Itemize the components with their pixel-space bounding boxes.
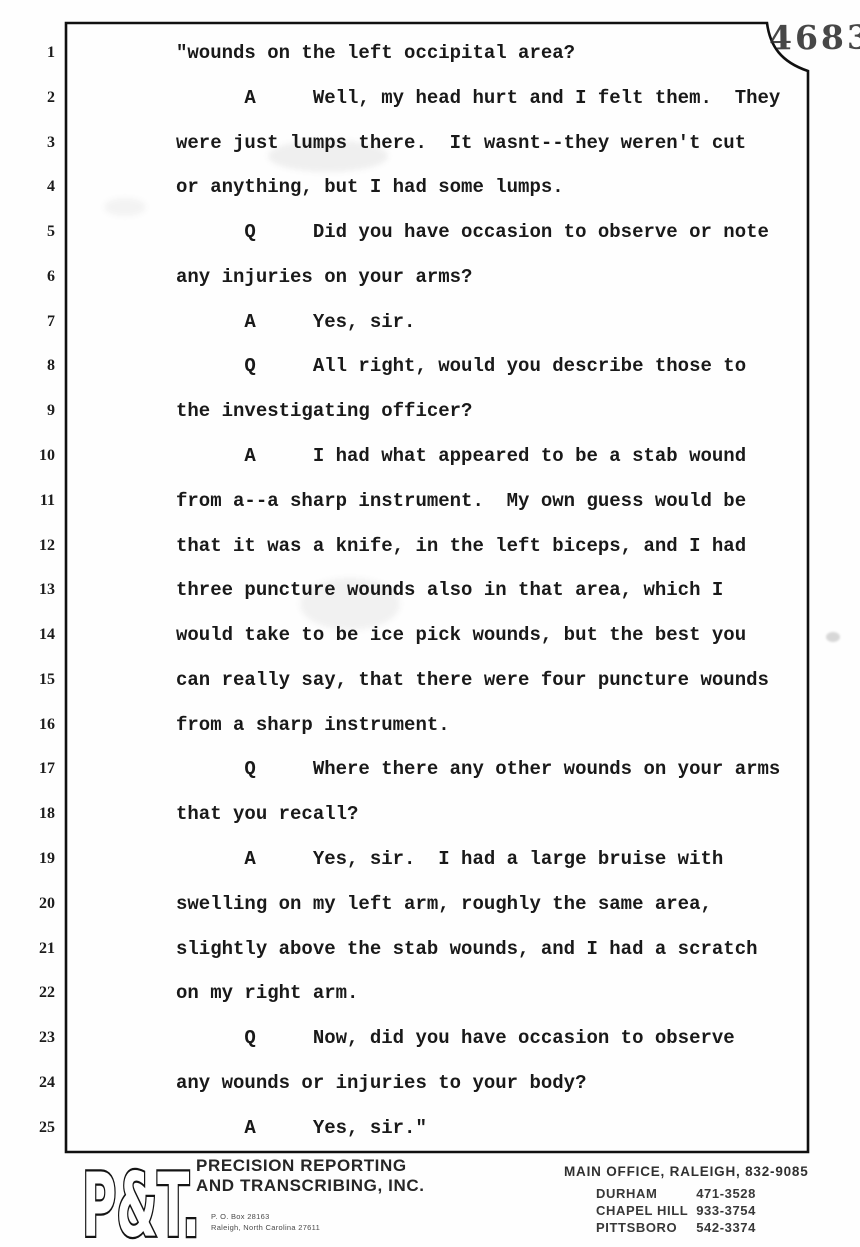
office-phone: 542-3374 (696, 1220, 756, 1235)
line-number: 4 (47, 178, 55, 196)
line-number: 17 (39, 760, 55, 778)
address-line2: Raleigh, North Carolina 27611 (211, 1223, 321, 1232)
line-number: 12 (39, 536, 55, 554)
main-office-line: MAIN OFFICE, RALEIGH, 832-9085 (564, 1164, 809, 1179)
line-number: 5 (47, 223, 55, 241)
line-number: 8 (47, 357, 55, 375)
company-name: PRECISION REPORTING AND TRANSCRIBING, IN… (196, 1156, 425, 1196)
line-number: 16 (39, 715, 55, 733)
transcript-line: A Well, my head hurt and I felt them. Th… (176, 86, 781, 109)
transcript-line: from a sharp instrument. (176, 713, 450, 736)
transcript-line: would take to be ice pick wounds, but th… (176, 624, 747, 647)
transcript-line: from a--a sharp instrument. My own guess… (176, 489, 747, 512)
company-name-line1: PRECISION REPORTING (196, 1156, 407, 1175)
transcript-line: A Yes, sir." (176, 1116, 427, 1139)
line-number: 1 (47, 44, 55, 61)
line-number: 9 (47, 402, 55, 420)
line-number: 11 (39, 491, 55, 509)
transcript-line: were just lumps there. It wasnt--they we… (176, 131, 747, 154)
pt-logo: P&T. (80, 1156, 202, 1246)
transcript-line: swelling on my left arm, roughly the sam… (176, 892, 712, 915)
line-number: 23 (39, 1029, 55, 1047)
transcript-line: "wounds on the left occipital area? (176, 42, 576, 64)
transcript-line: Q Where there any other wounds on your a… (176, 758, 781, 781)
office-phone: 933-3754 (696, 1203, 756, 1218)
line-number: 15 (39, 670, 55, 688)
office-row: CHAPEL HILL 933-3754 (596, 1202, 756, 1219)
office-city: DURHAM (596, 1186, 658, 1201)
transcript-line: A Yes, sir. I had a large bruise with (176, 848, 724, 871)
transcript-line: Q All right, would you describe those to (176, 355, 747, 378)
line-number: 20 (39, 894, 55, 912)
line-number: 24 (39, 1073, 55, 1091)
transcript-line: that it was a knife, in the left biceps,… (176, 534, 747, 557)
transcript-line: A Yes, sir. (176, 310, 416, 333)
company-address: P. O. Box 28163 Raleigh, North Carolina … (211, 1211, 320, 1233)
transcript-line: three puncture wounds also in that area,… (176, 579, 724, 602)
address-line1: P. O. Box 28163 (211, 1212, 270, 1221)
transcript-line: A I had what appeared to be a stab wound (176, 445, 747, 468)
transcript-line: the investigating officer? (176, 400, 473, 423)
transcript-line: any injuries on your arms? (176, 265, 473, 288)
line-number: 2 (47, 88, 55, 106)
transcript-line: or anything, but I had some lumps. (176, 176, 564, 199)
transcript-line: slightly above the stab wounds, and I ha… (176, 937, 758, 960)
line-number: 13 (39, 581, 55, 599)
transcript-line: Q Did you have occasion to observe or no… (176, 221, 769, 244)
office-city: PITTSBORO (596, 1220, 678, 1235)
transcript-line: on my right arm. (176, 982, 359, 1005)
office-row: PITTSBORO 542-3374 (596, 1219, 756, 1236)
line-number: 25 (39, 1118, 55, 1136)
line-number: 7 (47, 312, 55, 330)
transcript-line: that you recall? (176, 803, 359, 826)
page-number-stamp: 4683 (768, 17, 860, 58)
office-phone: 471-3528 (696, 1186, 756, 1201)
transcript-line: can really say, that there were four pun… (176, 668, 769, 691)
office-phone-list: DURHAM 471-3528 CHAPEL HILL 933-3754 PIT… (596, 1185, 756, 1236)
line-number: 19 (39, 850, 55, 868)
line-number: 3 (47, 133, 55, 151)
line-number: 22 (39, 984, 55, 1002)
transcript-line: any wounds or injuries to your body? (176, 1071, 587, 1094)
pt-logo-text: P&T. (82, 1156, 200, 1246)
line-number: 21 (39, 939, 55, 957)
line-number: 14 (39, 626, 55, 644)
office-city: CHAPEL HILL (596, 1203, 689, 1218)
line-number: 6 (47, 267, 55, 285)
company-name-line2: AND TRANSCRIBING, INC. (196, 1176, 425, 1195)
line-number: 18 (39, 805, 55, 823)
line-number: 10 (39, 447, 55, 465)
office-row: DURHAM 471-3528 (596, 1185, 756, 1202)
transcript-line: Q Now, did you have occasion to observe (176, 1027, 735, 1050)
